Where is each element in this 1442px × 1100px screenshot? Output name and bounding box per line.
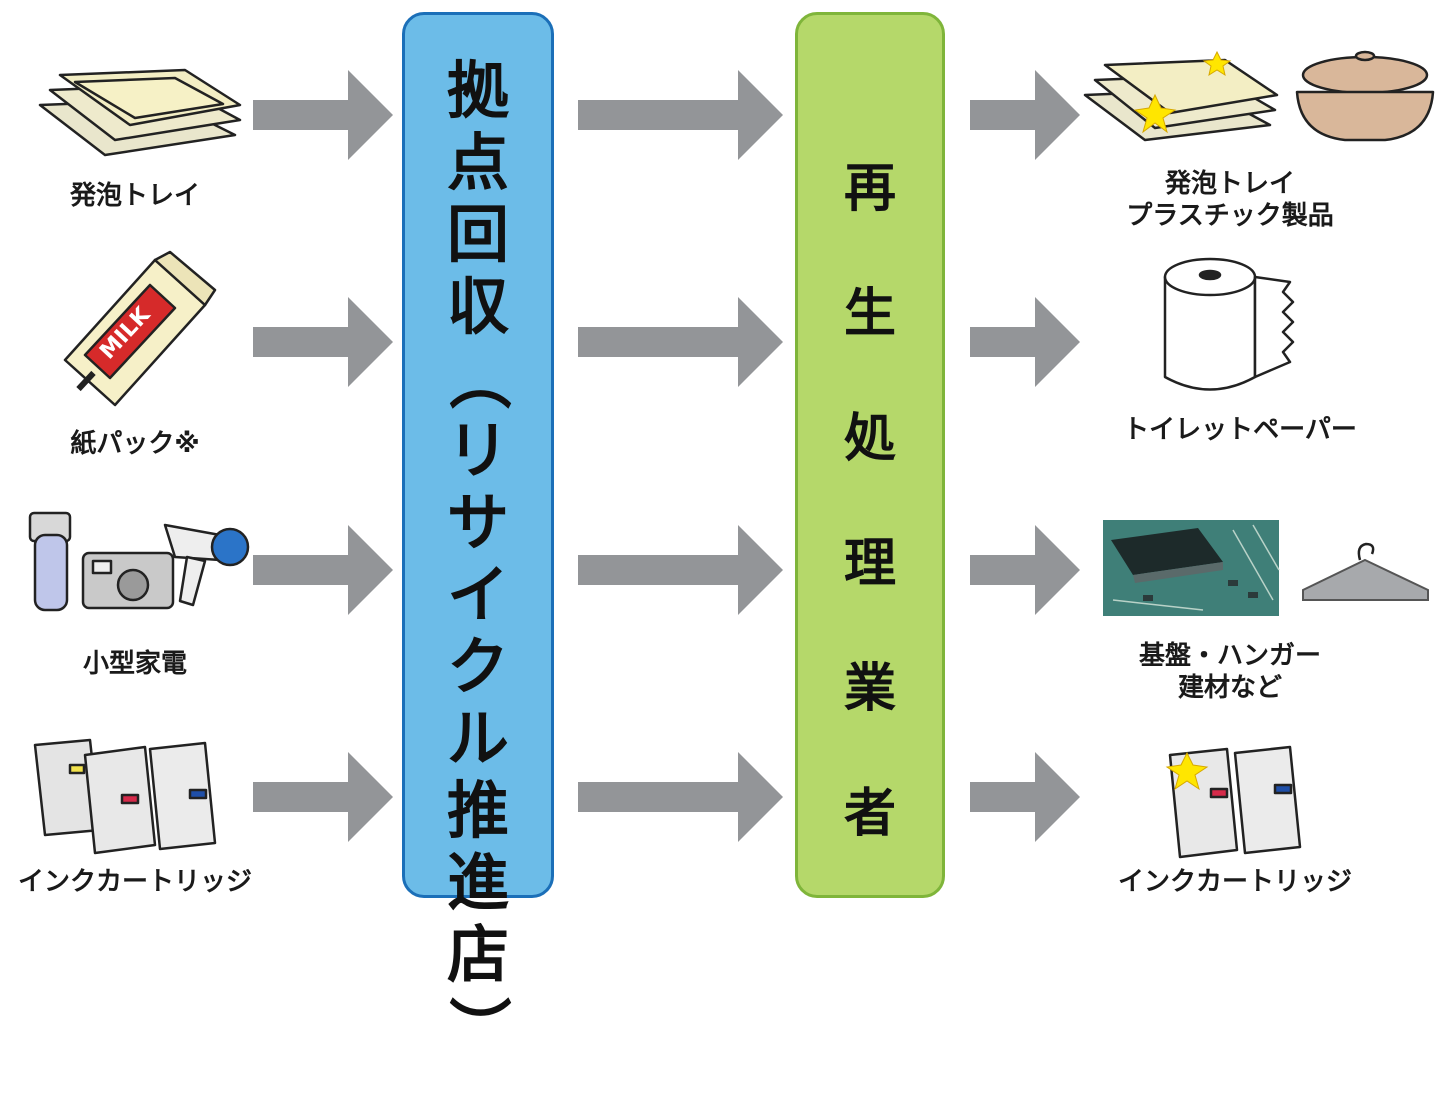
milk-carton-icon: MILK [63, 250, 217, 407]
foam-tray-icon [38, 68, 242, 157]
left-label-ink: インクカートリッジ [17, 867, 252, 897]
recycler-char: 処 [843, 409, 896, 469]
right-label-ink: インクカートリッジ [1117, 867, 1352, 897]
collection-char: イ [446, 558, 509, 631]
collection-char: 点 [446, 126, 509, 199]
arrow-right-icon [578, 297, 783, 387]
bowl-icon [1295, 50, 1435, 142]
recycler-box: 再 生 処 理 業 者 [795, 12, 945, 898]
arrow-right-icon [253, 297, 393, 387]
collection-point-box: 拠 点 回 収 （ リ サ イ ク ル 推 進 店 ） [402, 12, 554, 1058]
arrow-right-icon [970, 752, 1080, 842]
arrow-right-icon [253, 752, 393, 842]
collection-char: 回 [446, 198, 509, 271]
collection-char: 拠 [446, 54, 509, 127]
left-label-appliance: 小型家電 [82, 649, 187, 679]
left-label-milk: 紙パック※ [70, 429, 200, 459]
right-label-tray-line1: 発泡トレイ [1164, 169, 1295, 199]
recycler-char: 再 [843, 159, 896, 219]
recycler-char: 者 [843, 784, 896, 844]
hanger-icon [1302, 542, 1429, 601]
collection-char: 推 [446, 774, 509, 847]
ink-cartridge-icon [33, 738, 217, 855]
right-label-paper: トイレットペーパー [1123, 415, 1357, 445]
recycled-ink-cartridge-icon [1165, 745, 1302, 859]
arrow-right-icon [578, 70, 783, 160]
left-label-tray: 発泡トレイ [69, 181, 200, 211]
arrow-right-icon [253, 525, 393, 615]
circuit-board-icon [1103, 520, 1280, 616]
arrow-right-icon [578, 752, 783, 842]
arrow-right-icon [970, 297, 1080, 387]
small-appliance-icon [28, 511, 250, 612]
collection-char: リ [446, 414, 509, 487]
arrow-right-icon [578, 525, 783, 615]
recycler-char: 業 [843, 659, 896, 719]
arrow-right-icon [970, 525, 1080, 615]
recycler-char: 理 [843, 534, 896, 594]
arrow-right-icon [970, 70, 1080, 160]
recycler-label: 再 生 処 理 業 者 [798, 127, 942, 877]
right-label-board-line1: 基盤・ハンガー [1138, 641, 1321, 671]
collection-char: ） [442, 995, 515, 1058]
collection-char: ク [446, 630, 509, 703]
sparkle-icon [1165, 751, 1209, 791]
right-label-board-line2: 建材など [1177, 673, 1282, 703]
collection-char: 進 [446, 846, 509, 919]
collection-char: 収 [446, 270, 509, 343]
sparkle-icon [1133, 50, 1232, 134]
arrow-right-icon [253, 70, 393, 160]
toilet-paper-icon [1163, 257, 1295, 391]
collection-char: サ [446, 486, 509, 559]
collection-char: ル [446, 702, 509, 775]
collection-point-label: 拠 点 回 収 （ リ サ イ ク ル 推 進 店 ） [405, 55, 551, 1063]
collection-char: （ [442, 347, 515, 410]
recycled-tray-icon [1083, 50, 1435, 142]
recycler-char: 生 [843, 284, 896, 344]
right-label-tray-line2: プラスチック製品 [1126, 201, 1334, 231]
